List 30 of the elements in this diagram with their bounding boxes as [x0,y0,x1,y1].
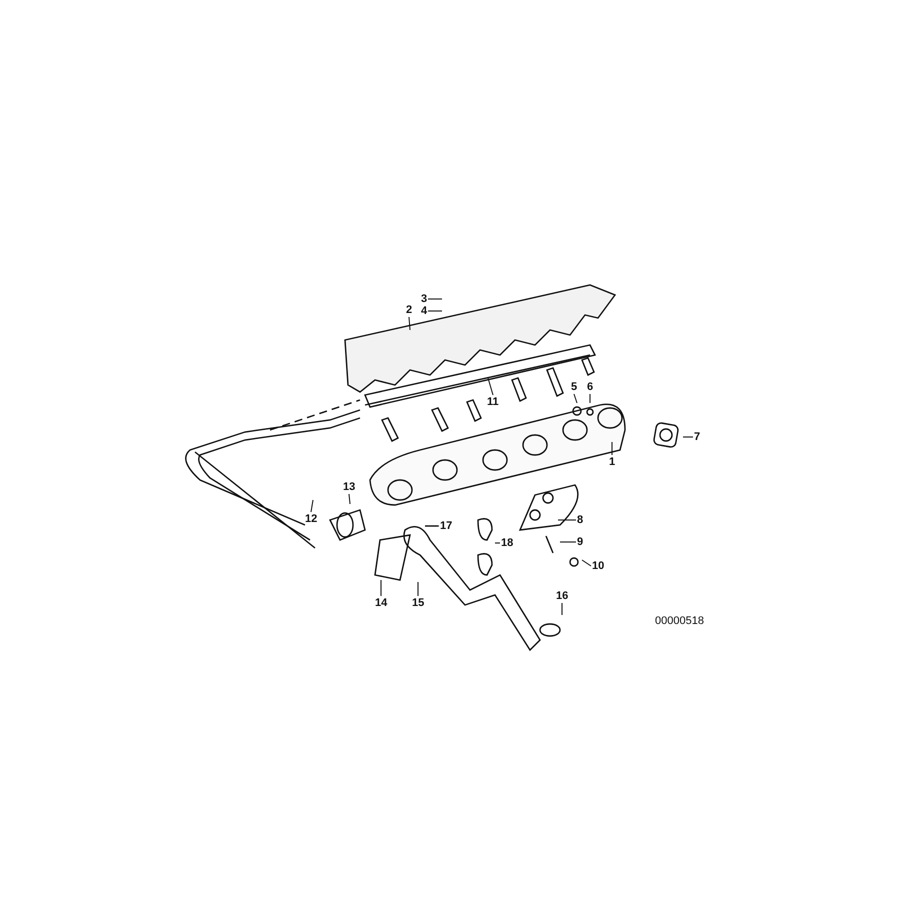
callout-number: 6 [587,381,594,393]
leader-line [428,310,442,312]
callout-number: 11 [487,396,499,408]
callout-number: 17 [440,520,452,532]
callout-number: 4 [421,305,428,317]
callout-number: 1 [609,456,616,468]
leader-line [428,298,442,300]
callout-number: 8 [577,514,584,526]
callout-number: 16 [556,590,568,602]
leader-line [682,436,694,438]
callout-number: 15 [412,597,424,609]
leader-line [380,580,382,596]
leader-line [488,378,494,396]
callout-number: 7 [694,431,700,443]
leader-line [494,542,500,544]
leader-line [408,316,410,330]
callout-number: 12 [305,513,318,525]
leader-line [582,560,592,566]
callout-number: 14 [375,597,388,609]
callout-number: 18 [501,537,514,549]
drawing-number: 00000518 [655,615,704,627]
leader-line [574,394,578,404]
leader-line [310,500,314,512]
callout-number: 13 [343,481,356,493]
leader-line [348,494,350,504]
callout-number: 5 [571,381,578,393]
callout-number: 2 [406,304,412,316]
callout-number: 3 [421,293,428,305]
callout-number: 10 [592,560,604,572]
callout-number: 9 [577,536,584,548]
